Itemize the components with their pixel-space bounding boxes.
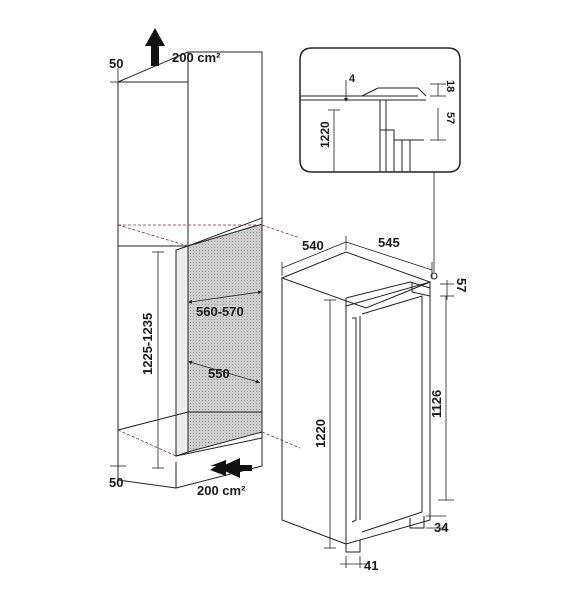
cabinet <box>117 51 301 489</box>
niche-back-wall <box>187 223 263 453</box>
fridge <box>280 251 432 553</box>
top-vent-label: 200 cm² <box>172 50 221 65</box>
niche-depth-dim <box>188 360 260 384</box>
cabinet-plinth <box>175 440 263 489</box>
guide-dash-4 <box>261 224 301 239</box>
fridge-top-step-label: 57 <box>454 278 469 292</box>
niche-height-dim <box>152 251 164 469</box>
detail-step-label: 57 <box>444 112 456 124</box>
bottom-vent-arrow <box>210 458 252 478</box>
guide-dash-1 <box>117 224 189 247</box>
fridge-top-step-dim <box>440 280 454 300</box>
niche-side-wall <box>175 245 189 457</box>
bottom-vent-label: 200 cm² <box>197 483 246 498</box>
niche-width-label: 560-570 <box>196 304 244 319</box>
niche-width-dim <box>188 290 262 304</box>
top-vent-arrow <box>145 28 165 66</box>
fridge-door-height-label: 1126 <box>429 390 444 418</box>
fridge-height-label: 1220 <box>313 419 328 448</box>
detail-top-label: 18 <box>444 80 456 92</box>
niche-floor-back <box>117 411 262 431</box>
guide-dash-5 <box>261 431 301 449</box>
niche-floor-front <box>175 437 263 457</box>
niche-height-label: 1225-1235 <box>140 313 155 375</box>
fridge-foot-depth-dim <box>340 556 366 568</box>
detail-gap-label: 4 <box>349 73 356 85</box>
guide-dash-3 <box>117 429 177 457</box>
cab-top-gap-label: 50 <box>109 56 123 71</box>
fridge-height-dim <box>324 299 336 549</box>
cab-bottom-gap-label: 50 <box>109 475 123 490</box>
fridge-foot-depth-label: 41 <box>364 558 378 573</box>
fridge-depth-label: 540 <box>302 238 324 253</box>
fridge-width-dim <box>345 241 433 278</box>
fridge-foot-dim <box>426 515 446 529</box>
cabinet-base <box>117 479 177 489</box>
detail-inset <box>299 47 461 173</box>
cabinet-upper-box <box>117 51 263 247</box>
fridge-depth-dim <box>281 236 347 276</box>
fridge-width-label: 545 <box>378 235 400 250</box>
fridge-foot-label: 34 <box>434 520 449 535</box>
niche-depth-label: 550 <box>208 366 230 381</box>
detail-height-label: 1220 <box>318 121 332 148</box>
fridge-door-height-dim <box>438 296 454 501</box>
